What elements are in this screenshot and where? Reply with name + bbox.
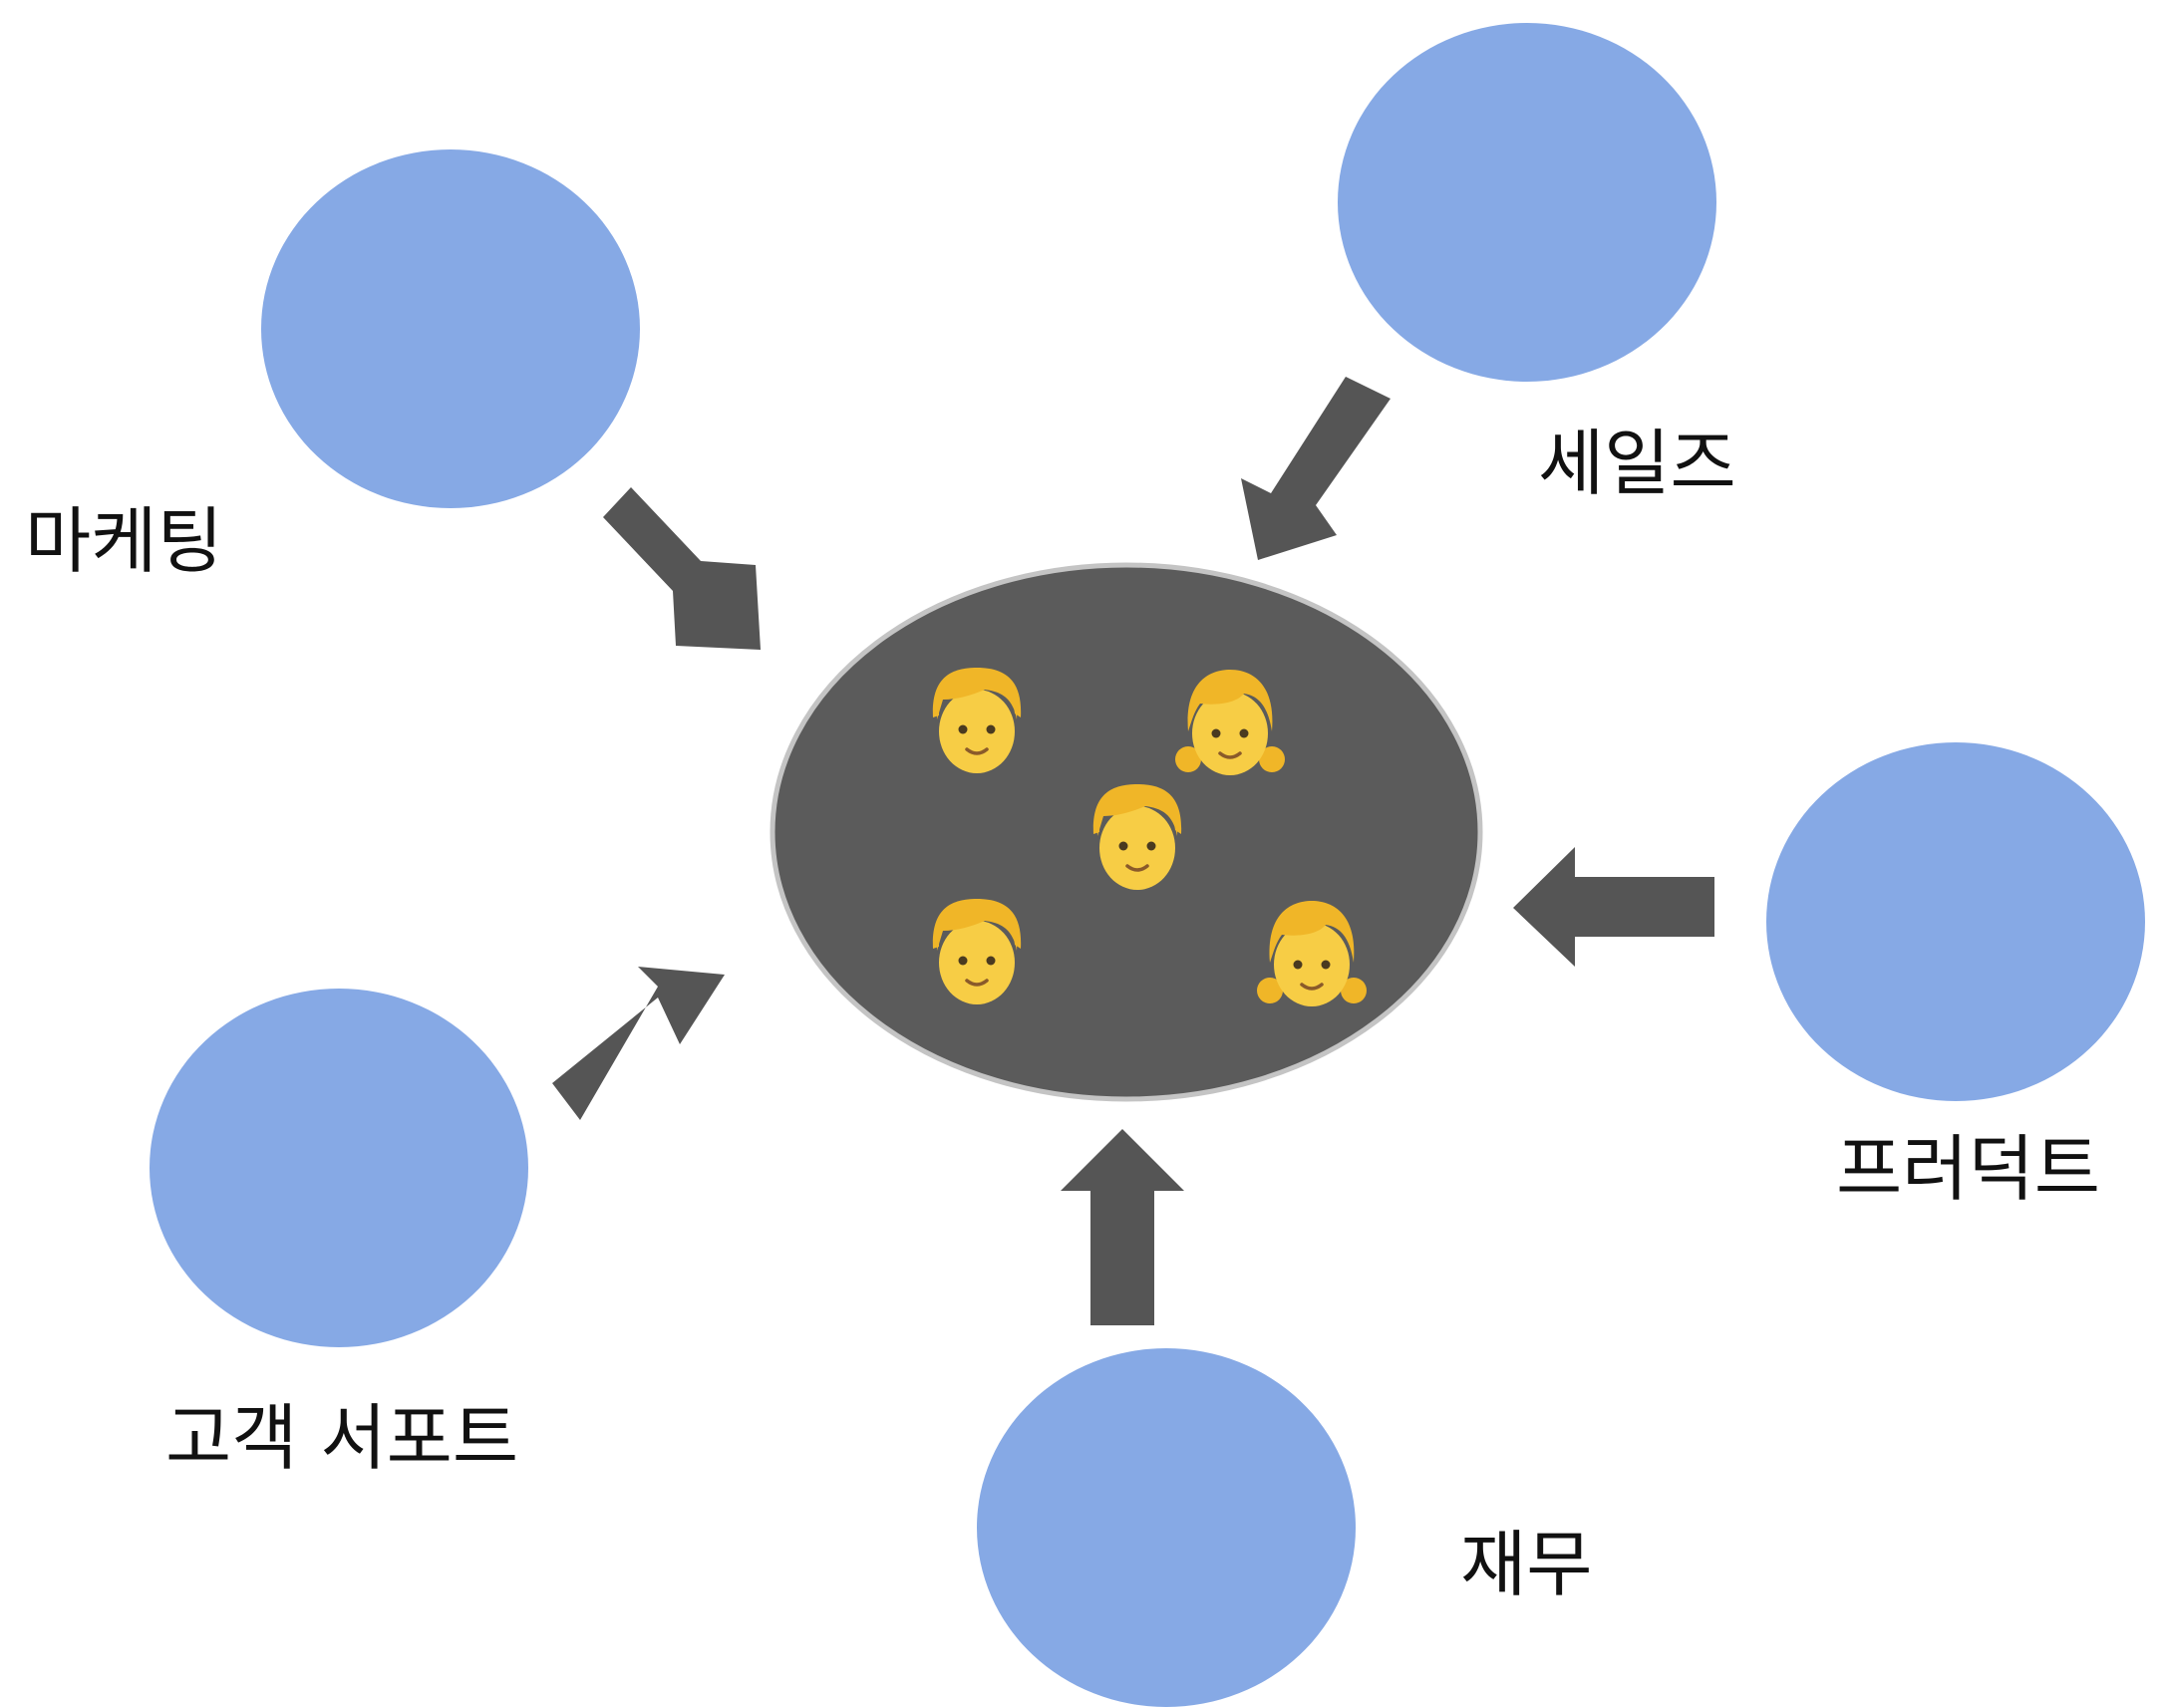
label-product: 프러덕트 bbox=[1836, 1127, 2100, 1211]
label-support: 고객 서포트 bbox=[165, 1396, 518, 1480]
department-circle-finance bbox=[977, 1348, 1356, 1707]
arrow-from-sales bbox=[1241, 377, 1391, 560]
arrow-from-finance bbox=[1061, 1129, 1184, 1325]
label-marketing: 마케팅 bbox=[25, 499, 223, 583]
label-sales: 세일즈 bbox=[1538, 422, 1736, 505]
label-finance: 재무 bbox=[1460, 1523, 1592, 1606]
arrow-from-product bbox=[1513, 847, 1714, 967]
arrow-from-marketing bbox=[603, 487, 761, 650]
arrow-from-support bbox=[552, 967, 725, 1120]
department-circle-marketing bbox=[261, 149, 640, 508]
department-circle-support bbox=[150, 989, 528, 1347]
department-circle-product bbox=[1766, 742, 2145, 1101]
department-circle-sales bbox=[1338, 23, 1716, 382]
